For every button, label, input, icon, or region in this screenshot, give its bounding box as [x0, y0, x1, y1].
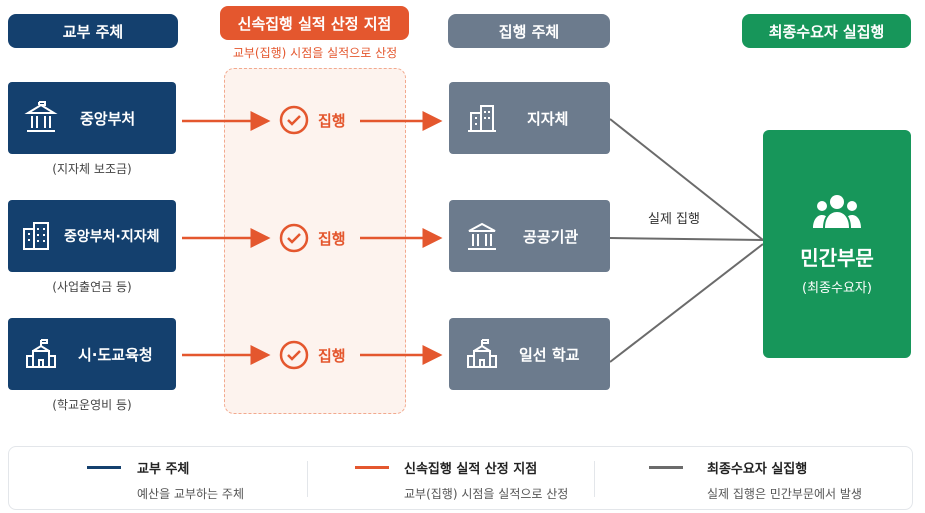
legend-desc: 실제 집행은 민간부문에서 발생 — [707, 487, 862, 501]
legend-divider — [594, 461, 595, 497]
header-execution-point: 신속집행 실적 산정 지점 — [220, 6, 409, 40]
execution-point-2: 집행 — [278, 222, 346, 254]
final-demand-subtitle: (최종수요자) — [802, 281, 872, 296]
executing-entity-label: 지자체 — [527, 109, 569, 128]
legend-line-orange — [355, 466, 389, 469]
execution-point-label: 집행 — [318, 229, 346, 248]
legend-line-gray — [649, 466, 683, 469]
grant-entity-label: 중앙부처 — [80, 109, 136, 128]
executing-entity-label: 공공기관 — [523, 227, 579, 246]
grant-entity-1: 중앙부처 — [8, 82, 176, 154]
office-building-icon — [23, 222, 49, 250]
legend-title: 신속집행 실적 산정 지점 — [404, 462, 538, 477]
city-building-icon — [468, 105, 496, 132]
legend-desc: 교부(집행) 시점을 실적으로 산정 — [404, 487, 569, 501]
header-executing-entity: 집행 주체 — [448, 14, 610, 48]
check-circle-icon — [279, 340, 309, 370]
grant-entity-label: 시·도교육청 — [78, 345, 153, 364]
legend-desc: 예산을 교부하는 주체 — [137, 487, 244, 501]
check-circle-icon — [279, 223, 309, 253]
execution-point-label: 집행 — [318, 111, 346, 130]
header-final-demand: 최종수요자 실집행 — [742, 14, 911, 48]
executing-entity-2: 공공기관 — [449, 200, 610, 272]
line-final-2 — [609, 237, 764, 241]
legend-title: 최종수요자 실집행 — [707, 462, 808, 477]
grant-entity-note: (사업출연금 등) — [52, 280, 132, 294]
legend-title: 교부 주체 — [137, 462, 190, 477]
executing-entity-1: 지자체 — [449, 82, 610, 154]
school-icon — [467, 339, 497, 368]
execution-point-3: 집행 — [278, 339, 346, 371]
header-grant-entity: 교부 주체 — [8, 14, 178, 48]
school-icon — [26, 339, 56, 368]
institution-icon — [468, 222, 496, 250]
final-demand-box: 민간부문 (최종수요자) — [763, 130, 911, 358]
grant-entity-label: 중앙부처·지자체 — [64, 229, 160, 245]
people-icon — [813, 195, 861, 228]
line-final-3 — [609, 243, 764, 363]
legend-divider — [307, 461, 308, 497]
header-execution-point-note: 교부(집행) 시점을 실적으로 산정 — [232, 46, 398, 60]
execution-point-label: 집행 — [318, 346, 346, 365]
executing-entity-3: 일선 학교 — [449, 318, 610, 390]
grant-entity-2: 중앙부처·지자체 — [8, 200, 176, 272]
grant-entity-3: 시·도교육청 — [8, 318, 176, 390]
legend-line-navy — [87, 466, 121, 469]
flow-label: 실제 집행 — [648, 212, 700, 227]
executing-entity-label: 일선 학교 — [519, 345, 580, 364]
legend: 교부 주체 예산을 교부하는 주체 신속집행 실적 산정 지점 교부(집행) 시… — [8, 446, 913, 510]
grant-entity-note: (지자체 보조금) — [52, 162, 132, 176]
execution-point-1: 집행 — [278, 104, 346, 136]
line-final-1 — [609, 118, 764, 241]
government-building-icon — [24, 101, 58, 132]
check-circle-icon — [279, 105, 309, 135]
grant-entity-note: (학교운영비 등) — [52, 398, 132, 412]
final-demand-title: 민간부문 — [800, 246, 874, 270]
